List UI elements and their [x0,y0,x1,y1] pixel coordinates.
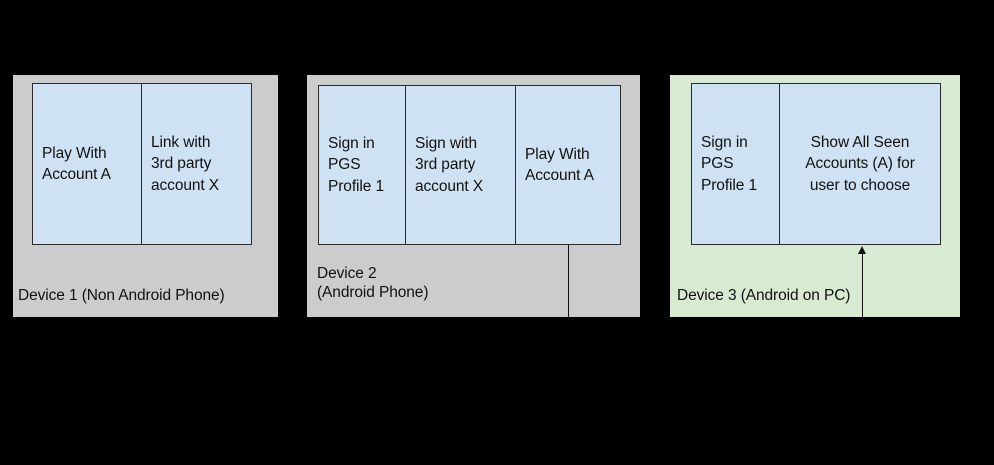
step-label: Show All Seen Accounts (A) for user to c… [805,133,915,194]
step-box-show-all-seen-accounts-device3[interactable]: Show All Seen Accounts (A) for user to c… [779,83,941,245]
connector-device2-down [568,245,570,317]
step-label: Play With Account A [42,144,111,184]
arrow-up-icon [858,246,866,254]
device-label-1: Device 1 (Non Android Phone) [18,287,225,304]
step-box-play-with-account-a-device1[interactable]: Play With Account A [32,83,142,245]
step-box-play-with-account-a-device2[interactable]: Play With Account A [515,85,621,245]
step-label: Link with 3rd party account X [151,133,220,194]
device-label-2: Device 2 (Android Phone) [317,265,429,301]
step-box-sign-in-pgs-device2[interactable]: Sign in PGS Profile 1 [318,85,406,245]
connector-device3-arrow [862,252,864,317]
step-label: Sign with 3rd party account X [415,134,484,195]
step-label: Sign in PGS Profile 1 [328,134,384,195]
step-box-sign-in-pgs-device3[interactable]: Sign in PGS Profile 1 [691,83,780,245]
device-label-3: Device 3 (Android on PC) [677,287,851,304]
step-label: Play With Account A [525,145,594,185]
step-box-link-3rd-party-device1[interactable]: Link with 3rd party account X [141,83,252,245]
step-label: Sign in PGS Profile 1 [701,133,757,194]
step-box-sign-with-3rd-party-device2[interactable]: Sign with 3rd party account X [405,85,516,245]
